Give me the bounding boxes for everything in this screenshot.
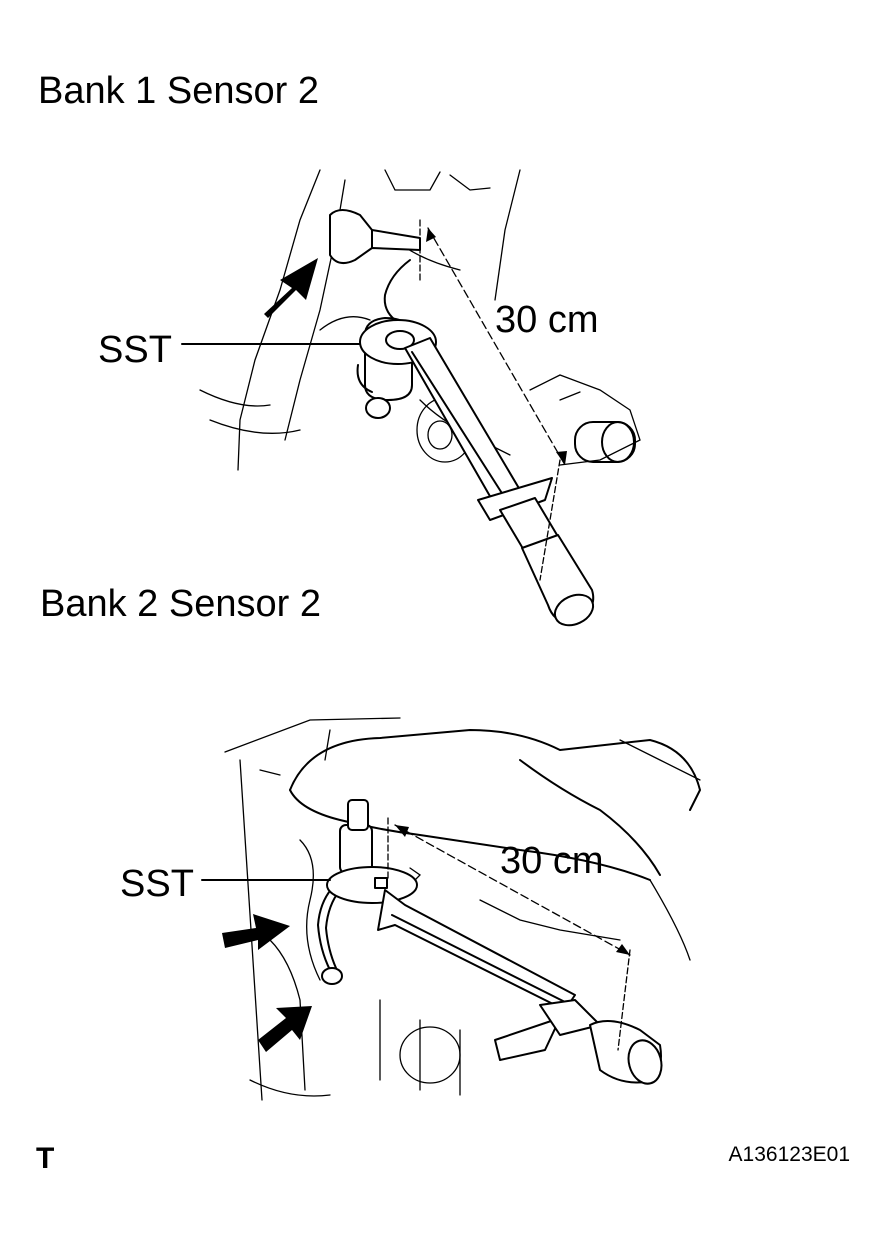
wrench-icon (326, 866, 663, 1085)
bank1-sensor2-heading: Bank 1 Sensor 2 (38, 70, 319, 112)
bank1-illustration: SST 30 cm (98, 169, 641, 627)
sst-label: SST (120, 863, 194, 905)
bank2-illustration: SST 30 cm (120, 717, 701, 1101)
dimension-line (387, 817, 631, 1051)
distance-label: 30 cm (495, 299, 598, 341)
sensor-icon (329, 209, 421, 419)
arrow-icon (258, 1006, 312, 1052)
distance-label: 30 cm (500, 840, 603, 882)
bank2-sensor2-heading: Bank 2 Sensor 2 (40, 583, 321, 625)
sst-label: SST (98, 329, 172, 371)
sensor-icon (317, 799, 373, 985)
arrow-icon (264, 258, 318, 318)
arrow-icon (222, 914, 290, 950)
figure-code: A136123E01 (728, 1143, 850, 1166)
engine-background (224, 717, 701, 1101)
corner-mark: T (36, 1142, 55, 1175)
wrench-icon (359, 319, 595, 627)
dimension-line (419, 219, 567, 581)
